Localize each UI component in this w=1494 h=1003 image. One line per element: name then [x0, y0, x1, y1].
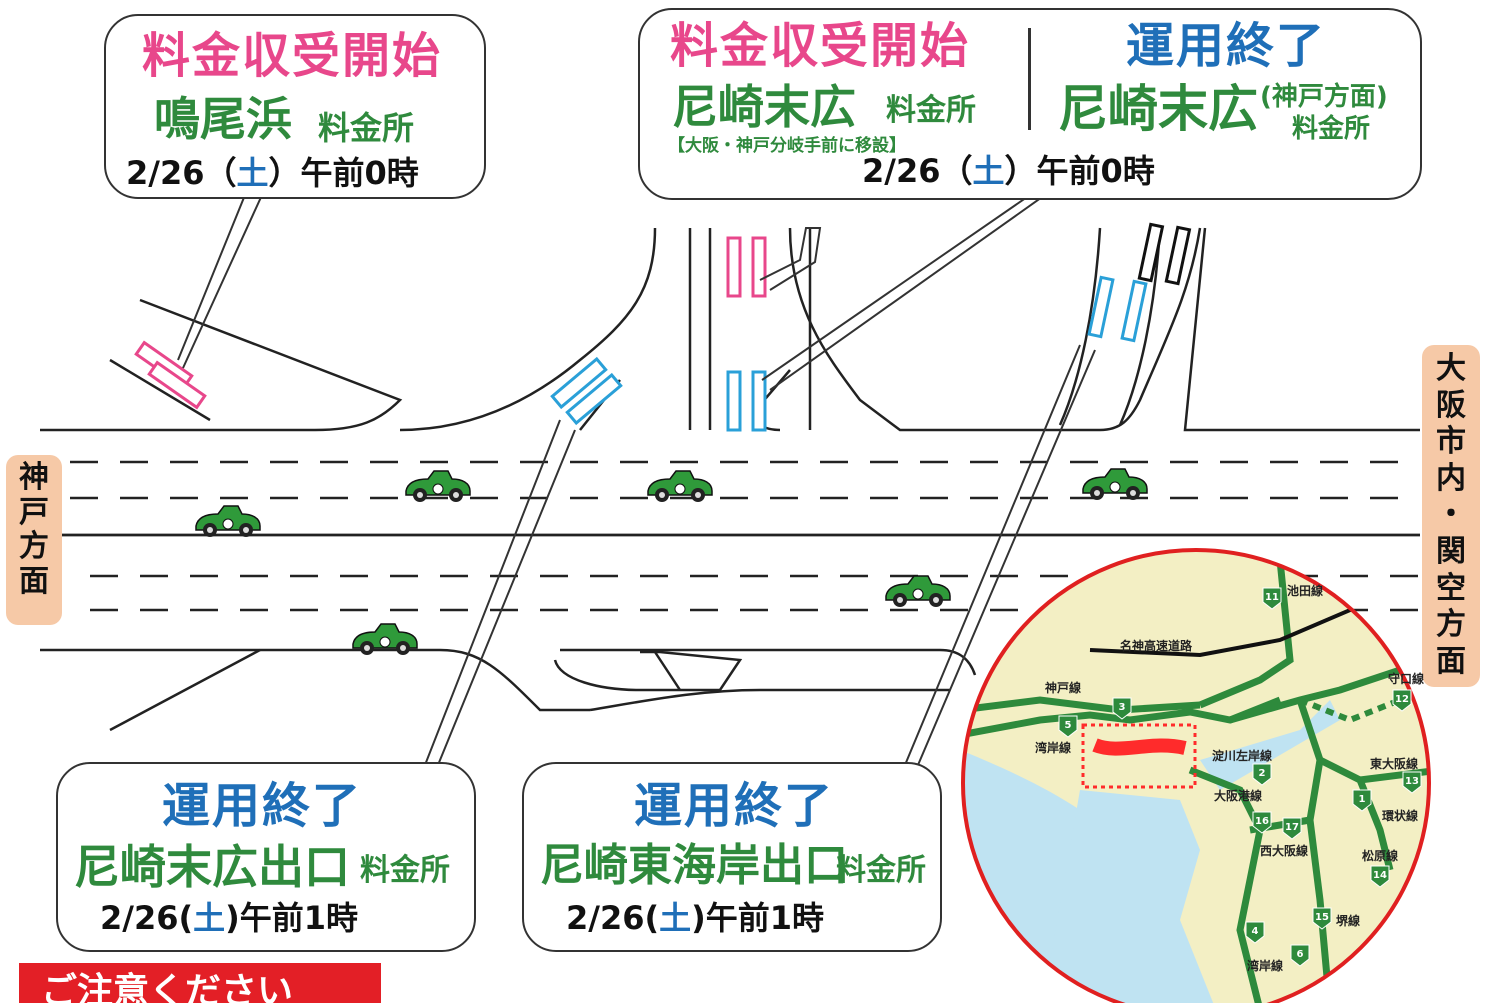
suehiro-kobe-status: 運用終了: [1126, 18, 1327, 74]
callout-amagasaki-suehiro: 料金収受開始 尼崎末広 料金所 【大阪・神戸分岐手前に移設】 運用終了 尼崎末広…: [638, 8, 1422, 200]
suehiro-new-name: 尼崎末広: [672, 80, 856, 134]
suehiro-new-note: 【大阪・神戸分岐手前に移設】: [668, 136, 906, 156]
car-icon: [647, 470, 713, 502]
naruohama-name: 鳴尾浜: [154, 92, 292, 146]
suehiro-kobe-suffix: 料金所: [1292, 114, 1371, 144]
suehiro-exit-suffix: 料金所: [360, 853, 450, 888]
suehiro-exit-name: 尼崎末広出口: [74, 840, 350, 894]
callout-naruohama: 料金収受開始 鳴尾浜 料金所 2/26（土）午前0時: [104, 14, 486, 199]
higashikaigan-date: 2/26(土)午前1時: [566, 899, 825, 937]
direction-kobe: 神戸方面: [6, 455, 62, 625]
higashikaigan-status: 運用終了: [634, 778, 835, 834]
car-icon: [1082, 468, 1148, 500]
naruohama-status: 料金収受開始: [142, 28, 443, 84]
higashikaigan-name: 尼崎東海岸出口: [540, 840, 848, 891]
suehiro-exit-status: 運用終了: [162, 778, 363, 834]
car-icon: [352, 623, 418, 655]
suehiro-exit-date: 2/26(土)午前1時: [100, 899, 359, 937]
suehiro-new-suffix: 料金所: [886, 93, 976, 128]
suehiro-kobe-direction: (神戸方面): [1260, 82, 1388, 112]
naruohama-date: 2/26（土）午前0時: [126, 154, 419, 192]
direction-osaka: 大阪市内・関空方面: [1422, 345, 1480, 687]
callout-suehiro-exit: 運用終了 尼崎末広出口 料金所 2/26(土)午前1時: [56, 762, 476, 952]
suehiro-kobe-name: 尼崎末広: [1058, 80, 1258, 138]
car-icon: [195, 505, 261, 537]
car-icon: [885, 575, 951, 607]
notice-banner: ご注意ください: [19, 963, 381, 1003]
higashikaigan-suffix: 料金所: [836, 853, 926, 888]
top-right-date: 2/26（土）午前0時: [862, 152, 1155, 190]
suehiro-new-status: 料金収受開始: [670, 18, 971, 74]
car-icon: [405, 470, 471, 502]
callout-higashikaigan-exit: 運用終了 尼崎東海岸出口 料金所 2/26(土)午前1時: [522, 762, 942, 952]
callout-divider: [1028, 28, 1031, 130]
naruohama-suffix: 料金所: [318, 109, 415, 147]
